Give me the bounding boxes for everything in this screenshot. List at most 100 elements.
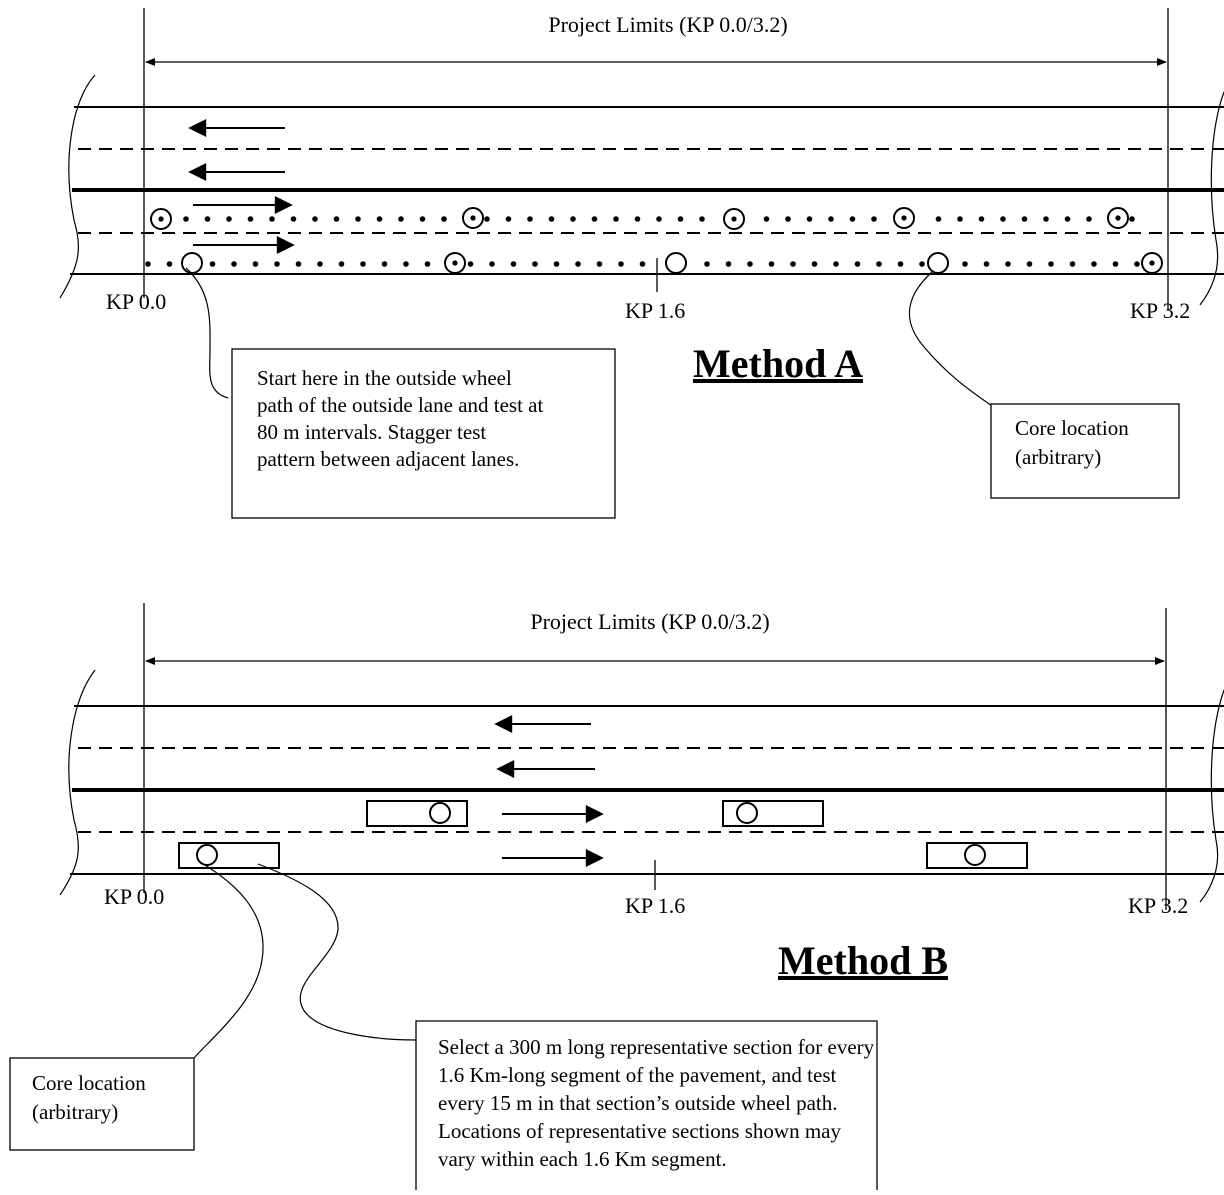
test-point-dot: [1021, 216, 1028, 222]
test-point-dot: [290, 216, 297, 222]
test-point-dot: [763, 216, 770, 222]
test-point-dot: [312, 216, 318, 222]
core-note-box: [990, 403, 1180, 499]
core-circle: [927, 252, 949, 274]
test-point-dot: [553, 261, 560, 267]
start-note-line: pattern between adjacent lanes.: [257, 447, 519, 471]
test-point-dot: [1091, 261, 1097, 267]
test-point-dot: [231, 261, 237, 267]
test-point-dot: [360, 261, 366, 267]
test-point-dot: [145, 261, 151, 267]
test-point-dot: [1048, 261, 1054, 267]
test-point-dot: [1005, 261, 1011, 267]
test-point-dot: [505, 216, 512, 222]
section-note-leader: [257, 863, 417, 1041]
section-note-line: Select a 300 m long representative secti…: [438, 1035, 875, 1059]
representative-section: [178, 842, 280, 869]
test-point-dot: [704, 261, 710, 267]
kp-end-label: KP 3.2: [1128, 893, 1188, 918]
start-note-line: path of the outside lane and test at: [257, 393, 543, 417]
test-point-dot: [1000, 216, 1006, 222]
core-circle: [429, 802, 451, 824]
test-point-dot: [871, 216, 877, 222]
test-point-dot: [1112, 261, 1119, 267]
test-point-dot: [381, 261, 388, 267]
core-circle: [181, 252, 203, 274]
test-point-dot: [785, 216, 791, 222]
test-point-dot: [768, 261, 775, 267]
start-note-line: 80 m intervals. Stagger test: [257, 420, 486, 444]
test-point-dot: [403, 261, 409, 267]
test-point-dot: [183, 216, 189, 222]
test-point-dot: [978, 216, 985, 222]
method-a-diagram: Project Limits (KP 0.0/3.2): [59, 8, 1224, 519]
test-point-dot: [833, 261, 839, 267]
test-point-dot: [596, 261, 603, 267]
road-break-right: [1199, 91, 1224, 306]
core-circle: [736, 802, 758, 824]
project-limits-label: Project Limits (KP 0.0/3.2): [548, 12, 787, 37]
representative-section: [926, 842, 1028, 869]
test-point-dot: [295, 261, 302, 267]
test-point-dot: [209, 261, 216, 267]
test-point-dot: [613, 216, 619, 222]
test-point-dot: [747, 261, 753, 267]
test-point-dot: [355, 216, 361, 222]
road-break-left: [59, 74, 96, 299]
core-locations-inner-lane: [150, 207, 1129, 230]
test-point-dot: [1069, 261, 1076, 267]
representative-section: [366, 800, 468, 827]
test-point-dot: [725, 261, 732, 267]
test-point-dot: [333, 216, 340, 222]
test-point-dot: [639, 261, 646, 267]
test-point-dot: [467, 261, 474, 267]
core-circle: [665, 252, 687, 274]
start-note-box: [231, 348, 616, 519]
test-points-outer-lane: [145, 261, 1140, 267]
test-point-dot: [634, 216, 641, 222]
test-point-dot: [247, 216, 254, 222]
road-break-left: [59, 669, 96, 896]
test-point-dot: [1064, 216, 1071, 222]
section-note-line: 1.6 Km-long segment of the pavement, and…: [438, 1063, 836, 1087]
test-point-dot: [591, 216, 598, 222]
section-note-line: vary within each 1.6 Km segment.: [438, 1147, 727, 1171]
test-point-dot: [166, 261, 173, 267]
test-point-dot: [548, 216, 555, 222]
test-point-dot: [376, 216, 383, 222]
test-point-dot: [811, 261, 818, 267]
representative-section: [722, 800, 824, 827]
core-note-line: Core location: [1015, 416, 1129, 440]
test-point-dot: [527, 216, 533, 222]
test-point-dot: [338, 261, 345, 267]
test-point-dot: [226, 216, 232, 222]
test-point-dot: [1129, 216, 1135, 222]
test-point-dot: [935, 216, 942, 222]
test-point-dot: [269, 216, 275, 222]
section-note-box: [415, 1020, 878, 1190]
test-point-dot: [419, 216, 426, 222]
test-point-dot: [656, 216, 662, 222]
method-a-title: Method A: [693, 341, 863, 386]
test-point-dot: [919, 261, 925, 267]
core-note-leader: [191, 861, 264, 1061]
core-note-line: (arbitrary): [32, 1100, 118, 1124]
test-point-dot: [677, 216, 684, 222]
core-note-line: Core location: [32, 1071, 146, 1095]
test-point-dot: [274, 261, 280, 267]
project-limits-label: Project Limits (KP 0.0/3.2): [530, 609, 769, 634]
test-points-inner-lane: [183, 216, 1135, 222]
core-note-leader: [908, 271, 993, 407]
test-point-dot: [618, 261, 624, 267]
kp-start-label: KP 0.0: [104, 884, 164, 909]
kp-mid-label: KP 1.6: [625, 298, 685, 323]
test-point-dot: [398, 216, 404, 222]
kp-mid-label: KP 1.6: [625, 893, 685, 918]
test-point-dot: [424, 261, 431, 267]
test-point-dot: [532, 261, 538, 267]
test-point-dot: [1086, 216, 1092, 222]
start-note-leader: [185, 267, 229, 399]
section-note-line: every 15 m in that section’s outside whe…: [438, 1091, 838, 1115]
test-point-dot: [806, 216, 813, 222]
